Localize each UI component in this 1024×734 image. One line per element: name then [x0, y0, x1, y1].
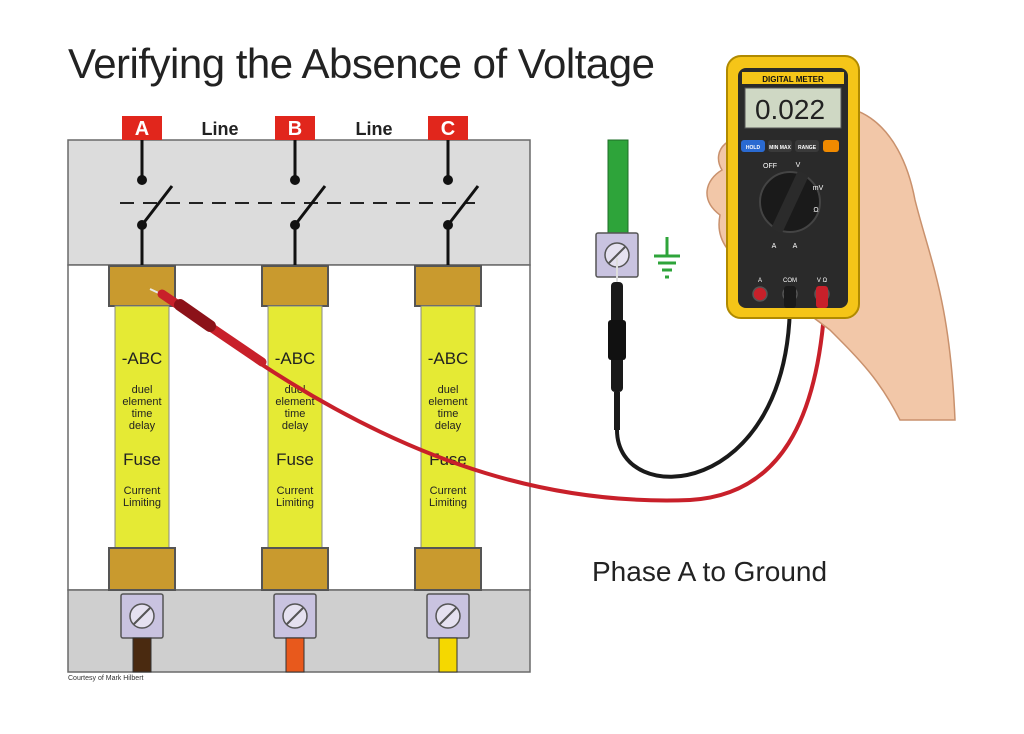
- red-probe: [149, 288, 827, 503]
- line-label: Line: [201, 119, 238, 139]
- fuse-feature-line: Limiting: [429, 497, 467, 509]
- fuse-bottom-cap: [261, 547, 329, 591]
- dial-label: mV: [813, 185, 824, 192]
- switch-blade: [446, 185, 480, 226]
- fuse-type-line: element: [275, 396, 314, 408]
- fuse-rating: -ABC: [428, 349, 469, 368]
- multimeter: DIGITAL METER 0.022 HOLD MIN MAX RANGE OFF…: [726, 55, 860, 319]
- dial-label: Ω: [813, 207, 818, 214]
- dial-label: OFF: [763, 163, 777, 170]
- fuse-body: [420, 305, 476, 551]
- red-plug: [816, 286, 828, 308]
- black-lead: [615, 299, 792, 479]
- fuse-feature-line: Current: [430, 485, 467, 497]
- ground-icon: [654, 237, 680, 279]
- load-wire: [285, 637, 305, 673]
- dial-label: A: [772, 243, 777, 250]
- fuse-bottom-cap: [108, 547, 176, 591]
- phase-label: A: [135, 118, 149, 140]
- line-label: Line: [355, 119, 392, 139]
- switch-contact-top: [290, 175, 300, 185]
- phase-label: C: [441, 118, 455, 140]
- red-lead: [253, 299, 827, 503]
- fuse-rating: -ABC: [275, 349, 316, 368]
- fuse-top-cap: [261, 265, 329, 307]
- phase-column-b: B-ABCduelelementtimedelayFuseCurrentLimi…: [261, 116, 329, 673]
- screw-slot: [439, 607, 457, 625]
- fuse-rating: -ABC: [122, 349, 163, 368]
- fuse-type-line: delay: [282, 420, 309, 432]
- input-jack: [752, 286, 768, 302]
- screw-slot: [133, 607, 151, 625]
- fuse-top-cap: [414, 265, 482, 307]
- fuse-type-line: duel: [438, 384, 459, 396]
- switch-blade: [140, 185, 174, 226]
- fuse-type-line: element: [122, 396, 161, 408]
- ground-wire: [607, 139, 629, 237]
- phase-tag-b: [275, 116, 315, 140]
- fuse-type-line: delay: [129, 420, 156, 432]
- screw-slot: [286, 607, 304, 625]
- load-wire: [132, 637, 152, 673]
- fuse-body: [114, 305, 170, 551]
- phase-tag-a: [122, 116, 162, 140]
- meter-button[interactable]: [741, 140, 765, 152]
- fuse-name: Fuse: [123, 450, 161, 469]
- jack-label: A: [758, 278, 762, 284]
- test-caption: Phase A to Ground: [592, 556, 828, 587]
- meter-brand: DIGITAL METER: [762, 75, 824, 84]
- switch-contact-top: [443, 175, 453, 185]
- fuse-type-line: duel: [132, 384, 153, 396]
- fuse-feature-line: Current: [277, 485, 314, 497]
- phase-tag-c: [428, 116, 468, 140]
- fuse-type-line: time: [285, 408, 306, 420]
- fuse-type-line: delay: [435, 420, 462, 432]
- diagram-title: Verifying the Absence of Voltage: [68, 40, 655, 87]
- fuse-type-line: time: [132, 408, 153, 420]
- fuse-feature-line: Limiting: [276, 497, 314, 509]
- dial-label: V: [796, 162, 801, 169]
- fuse-feature-line: Current: [124, 485, 161, 497]
- phase-column-c: C-ABCduelelementtimedelayFuseCurrentLimi…: [414, 116, 482, 673]
- meter-button[interactable]: [768, 140, 792, 152]
- black-plug: [784, 286, 796, 308]
- meter-display: [744, 87, 842, 129]
- meter-reading: 0.022: [755, 94, 825, 125]
- switch-blade: [293, 185, 327, 226]
- image-credit: Courtesy of Mark Hilbert: [68, 675, 144, 682]
- jack-label: V Ω: [817, 278, 828, 284]
- phase-column-a: A -ABC duelelementtimedelayFuseCurrentLimi…: [108, 116, 176, 673]
- fuse-type-line: element: [428, 396, 467, 408]
- meter-button-label: HOLD: [746, 145, 761, 151]
- meter-button-label: RANGE: [798, 145, 817, 151]
- dial-label: A: [793, 243, 798, 250]
- ground-terminal-assembly: [595, 139, 680, 279]
- fuse-name: Fuse: [276, 450, 314, 469]
- load-wire: [438, 637, 458, 673]
- meter-button[interactable]: [795, 140, 819, 152]
- switch-contact-top: [137, 175, 147, 185]
- fuse-bottom-cap: [414, 547, 482, 591]
- fuse-body: [267, 305, 323, 551]
- fuse-feature-line: Limiting: [123, 497, 161, 509]
- fuse-type-line: time: [438, 408, 459, 420]
- meter-orange-button[interactable]: [823, 140, 839, 152]
- meter-button-label: MIN MAX: [769, 145, 791, 151]
- black-probe: [608, 258, 792, 479]
- jack-label: COM: [783, 278, 797, 284]
- phase-label: B: [288, 118, 302, 140]
